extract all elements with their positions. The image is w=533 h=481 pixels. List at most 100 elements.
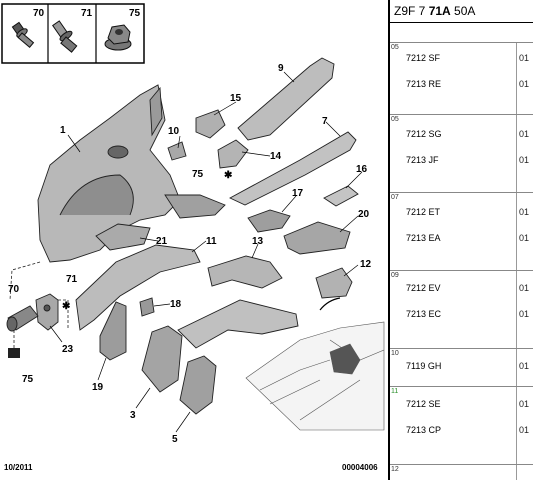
part-5-reinforcement: [179, 355, 217, 415]
part-1-wheel-arch: [37, 84, 226, 263]
part-code: 7213 EC: [406, 309, 442, 319]
header-bold: 71A: [428, 4, 451, 18]
marker-star-70: ✱: [62, 301, 71, 312]
part-16-tab: [323, 185, 359, 207]
callout-11: 11: [206, 236, 217, 247]
callout-15: 15: [230, 93, 242, 104]
callout-19: 19: [92, 382, 104, 393]
assembly-guide-lines: [9, 261, 69, 348]
group-number: 12: [391, 466, 399, 473]
flange-bolt-icon: [11, 21, 35, 48]
callout-20: 20: [358, 209, 370, 220]
group-row[interactable]: 05 7212 SF 01 7213 RE 01: [390, 42, 533, 115]
part-code: 7119 GH: [406, 361, 442, 371]
callout-13: 13: [252, 236, 264, 247]
group-row[interactable]: 09 7212 EV 01 7213 EC 01: [390, 270, 533, 349]
part-row[interactable]: 7212 ET 01: [390, 207, 533, 221]
group-row[interactable]: 05 7212 SG 01 7213 JF 01: [390, 114, 533, 193]
part-code: 7213 CP: [406, 425, 442, 435]
flange-nut-icon: [104, 24, 132, 51]
part-code: 7213 EA: [406, 233, 441, 243]
part-row[interactable]: 7213 EC 01: [390, 309, 533, 323]
group-row[interactable]: 10 7119 GH 01: [390, 348, 533, 387]
callout-10: 10: [168, 126, 180, 137]
callout-16: 16: [356, 164, 368, 175]
group-row[interactable]: 12: [390, 464, 533, 481]
callout-23: 70: [8, 284, 20, 295]
part-row[interactable]: 7213 EA 01: [390, 233, 533, 247]
part-row[interactable]: 7213 CP 01: [390, 425, 533, 439]
part-qty: 01: [518, 53, 529, 63]
part-code: 7212 SE: [406, 399, 441, 409]
part-row[interactable]: 7119 GH 01: [390, 361, 533, 375]
footer-ref: 00004006: [342, 463, 378, 472]
part-code: 7213 JF: [406, 155, 439, 165]
part-qty: 01: [518, 207, 529, 217]
part-19-reinforcement: [99, 301, 127, 361]
part-7-side-rail: [229, 131, 357, 206]
part-23-bushing: [6, 305, 39, 332]
callout-9: 9: [278, 63, 284, 74]
part-qty: 01: [518, 129, 529, 139]
fastener-num-70: 70: [33, 8, 45, 19]
part-qty: 01: [518, 155, 529, 165]
part-qty: 01: [518, 309, 529, 319]
part-code: 7212 SF: [406, 53, 441, 63]
callout-22: 23: [62, 344, 74, 355]
part-qty: 01: [518, 361, 529, 371]
parts-diagram: 70 71 75: [1, 3, 385, 472]
part-row[interactable]: 7212 SG 01: [390, 129, 533, 143]
callout-21: 21: [156, 236, 168, 247]
callout-17: 17: [292, 188, 304, 199]
part-qty: 01: [518, 425, 529, 435]
part-code: 7212 EV: [406, 283, 441, 293]
part-2-bracket: [35, 293, 59, 331]
group-row[interactable]: 07 7212 ET 01 7213 EA 01: [390, 192, 533, 271]
footer-date: 10/2011: [4, 463, 33, 472]
part-row[interactable]: 7212 SE 01: [390, 399, 533, 413]
part-row[interactable]: 7212 EV 01: [390, 283, 533, 297]
part-row[interactable]: 7213 RE 01: [390, 79, 533, 93]
part-code: 7212 ET: [406, 207, 441, 217]
part-qty: 01: [518, 233, 529, 243]
fastener-num-71: 71: [81, 8, 93, 19]
part-code: 7212 SG: [406, 129, 442, 139]
callout-12: 12: [360, 259, 372, 270]
group-number: 07: [391, 194, 399, 201]
part-14-bracket: [217, 139, 249, 169]
part-21-plate: [95, 223, 151, 251]
stud-bolt-icon: [52, 20, 78, 53]
callout-3: 3: [130, 410, 136, 421]
part-15-gusset: [195, 109, 226, 139]
callout-7: 7: [322, 116, 328, 127]
callout-1: 1: [60, 125, 66, 136]
group-number: 11: [391, 388, 399, 395]
callout-70: 71: [66, 274, 78, 285]
part-middle-rail: [177, 299, 299, 349]
callout-75: 75: [22, 374, 34, 385]
group-number: 09: [391, 272, 399, 279]
group-row[interactable]: 11 7212 SE 01 7213 CP 01: [390, 386, 533, 465]
parts-list-panel: Z9F 7 71A 50A 05 7212 SF 01 7213 RE 01 0…: [388, 0, 533, 480]
part-75-nut: [8, 348, 20, 358]
qty-column-divider: [516, 42, 517, 480]
part-20-mount: [283, 221, 351, 255]
group-number: 05: [391, 44, 399, 51]
callout-18: 18: [170, 299, 182, 310]
inset-detail: [245, 297, 385, 431]
header-suffix: 50A: [454, 4, 476, 18]
part-12-bracket: [315, 267, 353, 299]
part-17-bracket: [247, 209, 291, 233]
part-row[interactable]: 7212 SF 01: [390, 53, 533, 67]
group-number: 10: [391, 350, 399, 357]
part-9-upper-rail: [237, 57, 335, 141]
marker-star-71: ✱: [224, 170, 233, 181]
part-qty: 01: [518, 283, 529, 293]
part-row[interactable]: 7213 JF 01: [390, 155, 533, 169]
part-qty: 01: [518, 399, 529, 409]
part-11-lower-rail: [75, 244, 201, 331]
part-qty: 01: [518, 79, 529, 89]
part-13-member: [207, 255, 283, 289]
header-prefix: Z9F 7: [394, 4, 426, 18]
callout-5: 5: [172, 434, 178, 445]
